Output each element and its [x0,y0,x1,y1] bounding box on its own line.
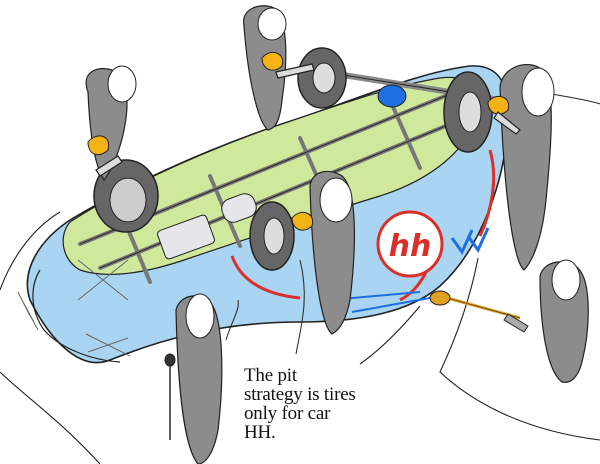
penguin-icon [539,259,589,383]
microphone-icon [164,353,176,440]
tire-icon [249,201,295,271]
cartoon-caption: The pit strategy is tires only for car H… [244,365,356,443]
engine-block [157,214,215,260]
chevron-decal [450,227,490,255]
wrench-icon [95,63,521,177]
penguin-icon [487,64,555,271]
penguin-icon [243,5,287,131]
differential-hub [377,84,407,108]
logo-badge-icon: hh [376,210,444,278]
penguin-icon [85,65,137,182]
gearbox [221,193,257,223]
penguin-icon [291,170,356,335]
tire-icon [443,71,493,153]
tire-icon [297,47,347,109]
logo-text: hh [389,229,432,264]
floor-jack-icon [429,290,529,333]
tire-icon [93,159,159,233]
penguin-icon [175,293,223,464]
front-grille [32,269,121,363]
